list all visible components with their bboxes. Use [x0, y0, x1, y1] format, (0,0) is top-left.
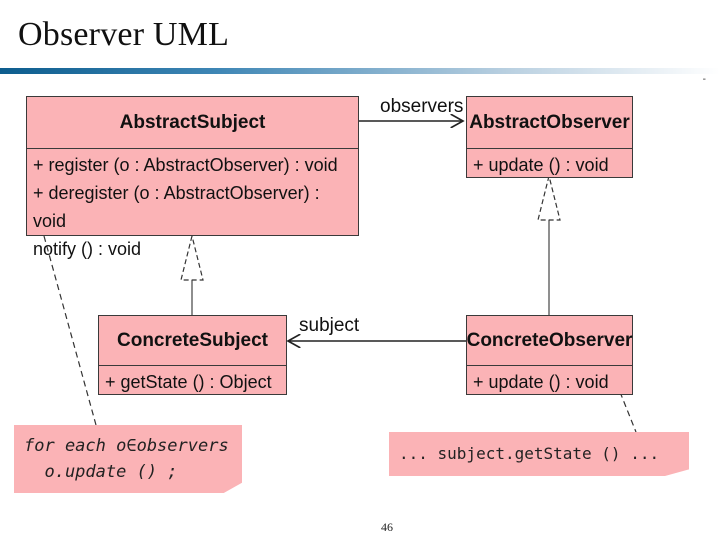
class-name: ConcreteSubject	[99, 316, 286, 366]
subject-label: subject	[299, 315, 360, 336]
page-number: 46	[381, 520, 393, 534]
corner-mark: -	[702, 74, 706, 85]
observer-generalization-triangle	[537, 175, 561, 221]
note-line: o.update () ;	[24, 462, 178, 482]
class-name: ConcreteObserver	[467, 316, 632, 366]
update-note: ... subject.getState () ...	[389, 432, 689, 476]
class-operations: + update () : void	[467, 366, 632, 398]
note-line: ... subject.getState () ...	[399, 444, 660, 463]
concrete-subject-class: ConcreteSubject + getState () : Object	[98, 315, 287, 395]
operation-deregister: + deregister (o : AbstractObserver) : vo…	[33, 183, 320, 231]
class-operations: + register (o : AbstractObserver) : void…	[27, 149, 358, 265]
abstract-observer-class: AbstractObserver + update () : void	[466, 96, 633, 178]
update-note-anchor	[619, 391, 637, 433]
class-operations: + getState () : Object	[99, 366, 286, 398]
concrete-observer-class: ConcreteObserver + update () : void	[466, 315, 633, 395]
operation-register: + register (o : AbstractObserver) : void	[33, 155, 338, 175]
subject-generalization-triangle	[180, 235, 204, 281]
operation-notify: notify () : void	[33, 239, 142, 259]
slide-title: Observer UML	[18, 16, 230, 53]
class-name: AbstractObserver	[467, 97, 632, 149]
note-line: for each o∈observers	[24, 436, 229, 456]
operation-update: + update () : void	[473, 155, 609, 175]
abstract-subject-class: AbstractSubject + register (o : Abstract…	[26, 96, 359, 259]
notify-note-anchor	[43, 235, 97, 426]
class-name: AbstractSubject	[27, 97, 358, 149]
operation-update: + update () : void	[473, 372, 609, 392]
class-operations: + update () : void	[467, 149, 632, 181]
title-divider	[0, 68, 720, 74]
operation-get-state: + getState () : Object	[105, 372, 272, 392]
notify-note: for each o∈observers o.update () ;	[14, 425, 242, 493]
observers-label: observers	[380, 96, 464, 117]
